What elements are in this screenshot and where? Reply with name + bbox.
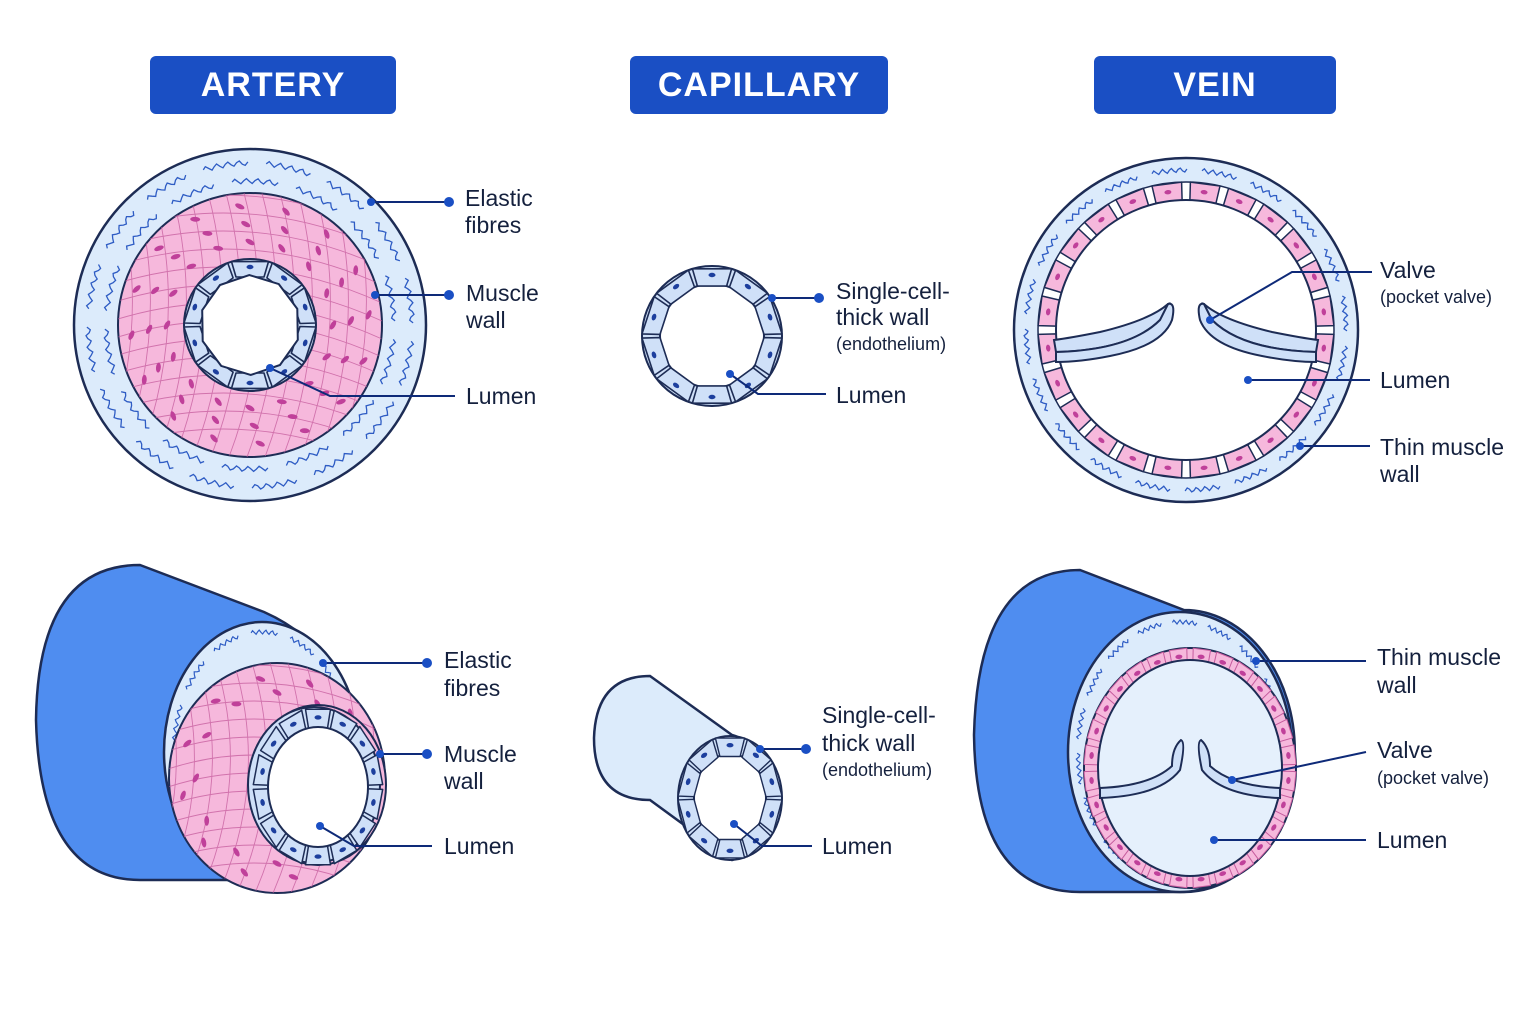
svg-text:Muscle: Muscle: [444, 741, 517, 767]
label-vein-thin-wall: Thin muscle wall: [1296, 434, 1504, 487]
artery-lumen: [201, 273, 299, 377]
label-capillary-lumen: Lumen: [726, 370, 906, 408]
label-artery-elastic: Elastic fibres: [367, 185, 533, 238]
svg-text:Muscle: Muscle: [466, 280, 539, 306]
artery-elastic-fibres: [85, 160, 415, 490]
svg-text:Valve: Valve: [1377, 737, 1433, 763]
label-capillary-wall: Single-cell- thick wall (endothelium): [768, 278, 950, 354]
title-vein: VEIN: [1094, 56, 1336, 114]
svg-text:Elastic: Elastic: [444, 647, 512, 673]
capillary-cross-section: [641, 265, 783, 407]
svg-text:fibres: fibres: [465, 212, 521, 238]
svg-text:Lumen: Lumen: [836, 382, 906, 408]
label-artery3d-muscle: Muscle wall: [376, 741, 517, 794]
svg-text:(pocket valve): (pocket valve): [1380, 287, 1492, 307]
svg-text:wall: wall: [465, 307, 506, 333]
svg-text:Lumen: Lumen: [1380, 367, 1450, 393]
svg-text:Elastic: Elastic: [465, 185, 533, 211]
svg-text:Lumen: Lumen: [822, 833, 892, 859]
label-vein-valve: Valve (pocket valve): [1206, 257, 1492, 324]
svg-text:wall: wall: [1379, 461, 1420, 487]
svg-text:Thin muscle: Thin muscle: [1380, 434, 1504, 460]
svg-text:Single-cell-: Single-cell-: [836, 278, 950, 304]
svg-text:fibres: fibres: [444, 675, 500, 701]
label-capillary3d-wall: Single-cell- thick wall (endothelium): [756, 702, 936, 780]
vein-3d-lumen: [1097, 659, 1283, 877]
svg-text:wall: wall: [443, 768, 484, 794]
label-vein-lumen: Lumen: [1244, 367, 1450, 393]
vein-valve: [1052, 302, 1320, 364]
artery-cross-section: [72, 147, 428, 503]
svg-text:Valve: Valve: [1380, 257, 1436, 283]
svg-text:Thin muscle: Thin muscle: [1377, 644, 1501, 670]
svg-text:Single-cell-: Single-cell-: [822, 702, 936, 728]
vein-cross-section: [1012, 156, 1360, 504]
title-artery: ARTERY: [150, 56, 396, 114]
svg-text:(endothelium): (endothelium): [822, 760, 932, 780]
vein-3d-tube: [972, 568, 1297, 894]
vein-lumen: [1055, 199, 1317, 461]
capillary-endothelium: [641, 268, 783, 404]
artery-3d-tube: [34, 563, 387, 894]
svg-text:(endothelium): (endothelium): [836, 334, 946, 354]
svg-text:Lumen: Lumen: [444, 833, 514, 859]
svg-text:thick wall: thick wall: [822, 730, 915, 756]
label-artery-lumen: Lumen: [266, 364, 536, 409]
label-artery-muscle: Muscle wall: [371, 280, 539, 333]
capillary-3d-tube: [592, 674, 783, 862]
label-artery3d-elastic: Elastic fibres: [319, 647, 512, 701]
label-capillary3d-lumen: Lumen: [730, 820, 892, 859]
label-vein3d-thin-wall: Thin muscle wall: [1252, 644, 1501, 698]
title-capillary: CAPILLARY: [630, 56, 888, 114]
svg-text:Lumen: Lumen: [466, 383, 536, 409]
label-vein3d-valve: Valve (pocket valve): [1228, 737, 1489, 788]
svg-text:Lumen: Lumen: [1377, 827, 1447, 853]
artery-muscle-cells: [128, 203, 372, 447]
label-vein3d-lumen: Lumen: [1210, 827, 1447, 853]
svg-text:wall: wall: [1376, 672, 1417, 698]
artery-3d-lumen: [267, 726, 369, 848]
svg-text:(pocket valve): (pocket valve): [1377, 768, 1489, 788]
label-artery3d-lumen: Lumen: [316, 822, 514, 859]
svg-text:thick wall: thick wall: [836, 304, 929, 330]
